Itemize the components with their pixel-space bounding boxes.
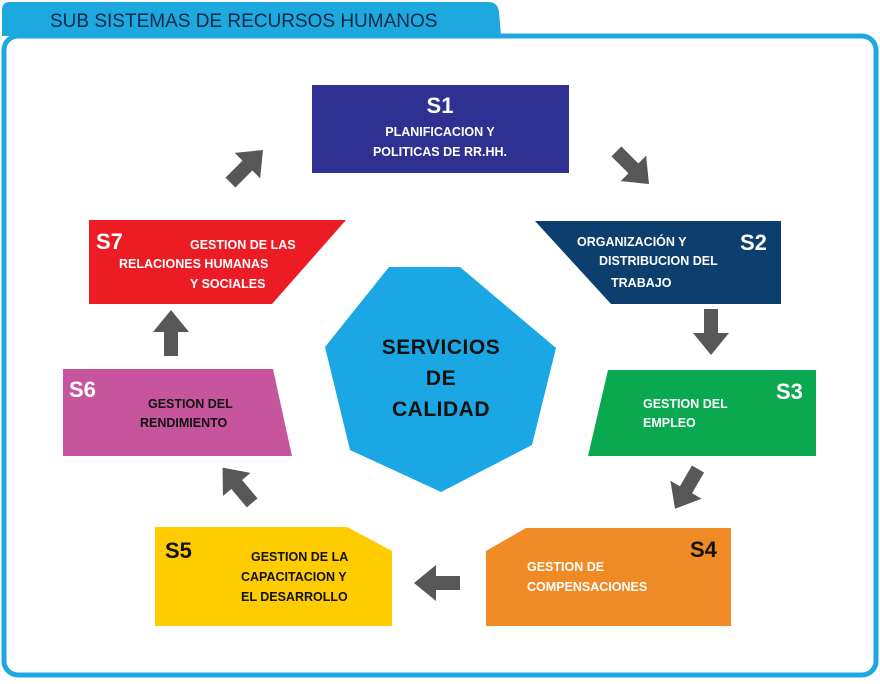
s6-code: S6 <box>69 377 96 402</box>
s3-box <box>588 370 816 456</box>
s3-label-line-1: GESTION DEL <box>643 397 728 411</box>
s7-box <box>89 220 346 304</box>
s4-box <box>486 528 731 626</box>
s1-label-line-2: POLITICAS DE RR.HH. <box>373 145 507 159</box>
arrow-s2-to-s3 <box>693 309 729 355</box>
center-label-line-1: SERVICIOS <box>382 336 500 359</box>
center-heptagon <box>325 267 556 492</box>
arrow-s6-to-s7 <box>153 310 189 356</box>
s5-label-line-3: EL DESARROLLO <box>241 590 348 604</box>
arrow-s5-to-s6 <box>222 467 258 508</box>
title-tab <box>2 2 501 36</box>
s2-code: S2 <box>740 230 767 255</box>
s5-code: S5 <box>165 538 192 563</box>
s7-label-line-1: GESTION DE LAS <box>190 238 296 252</box>
center-label-line-3: CALIDAD <box>392 398 490 421</box>
s7-code: S7 <box>96 229 123 254</box>
s7-label-line-2: RELACIONES HUMANAS <box>119 257 268 271</box>
s5-box <box>155 527 392 626</box>
arrow-s3-to-s4 <box>670 465 705 509</box>
s6-box <box>63 369 292 456</box>
s4-label-line-1: GESTION DE <box>527 560 604 574</box>
s1-label-line-1: PLANIFICACION Y <box>385 125 495 139</box>
diagram-title: SUB SISTEMAS DE RECURSOS HUMANOS <box>50 11 437 32</box>
s2-label-line-2: DISTRIBUCION DEL <box>599 254 718 268</box>
s2-label-line-1: ORGANIZACIÓN Y <box>577 234 687 249</box>
arrow-s4-to-s5 <box>414 565 460 601</box>
s1-box <box>312 85 569 173</box>
arrow-s7-to-s1 <box>225 150 263 188</box>
s4-label-line-2: COMPENSACIONES <box>527 580 647 594</box>
s1-code: S1 <box>427 93 454 118</box>
s3-label-line-2: EMPLEO <box>643 416 696 430</box>
s7-label-line-3: Y SOCIALES <box>190 277 265 291</box>
arrow-s1-to-s2 <box>611 146 649 184</box>
s5-label-line-2: CAPACITACION Y <box>241 570 347 584</box>
s2-box <box>535 221 781 304</box>
s6-label-line-2: RENDIMIENTO <box>140 416 228 430</box>
s5-label-line-1: GESTION DE LA <box>251 550 348 564</box>
center-label-line-2: DE <box>426 367 456 390</box>
s4-code: S4 <box>690 537 718 562</box>
s2-label-line-3: TRABAJO <box>611 276 672 290</box>
s3-code: S3 <box>776 379 803 404</box>
s6-label-line-1: GESTION DEL <box>148 397 233 411</box>
